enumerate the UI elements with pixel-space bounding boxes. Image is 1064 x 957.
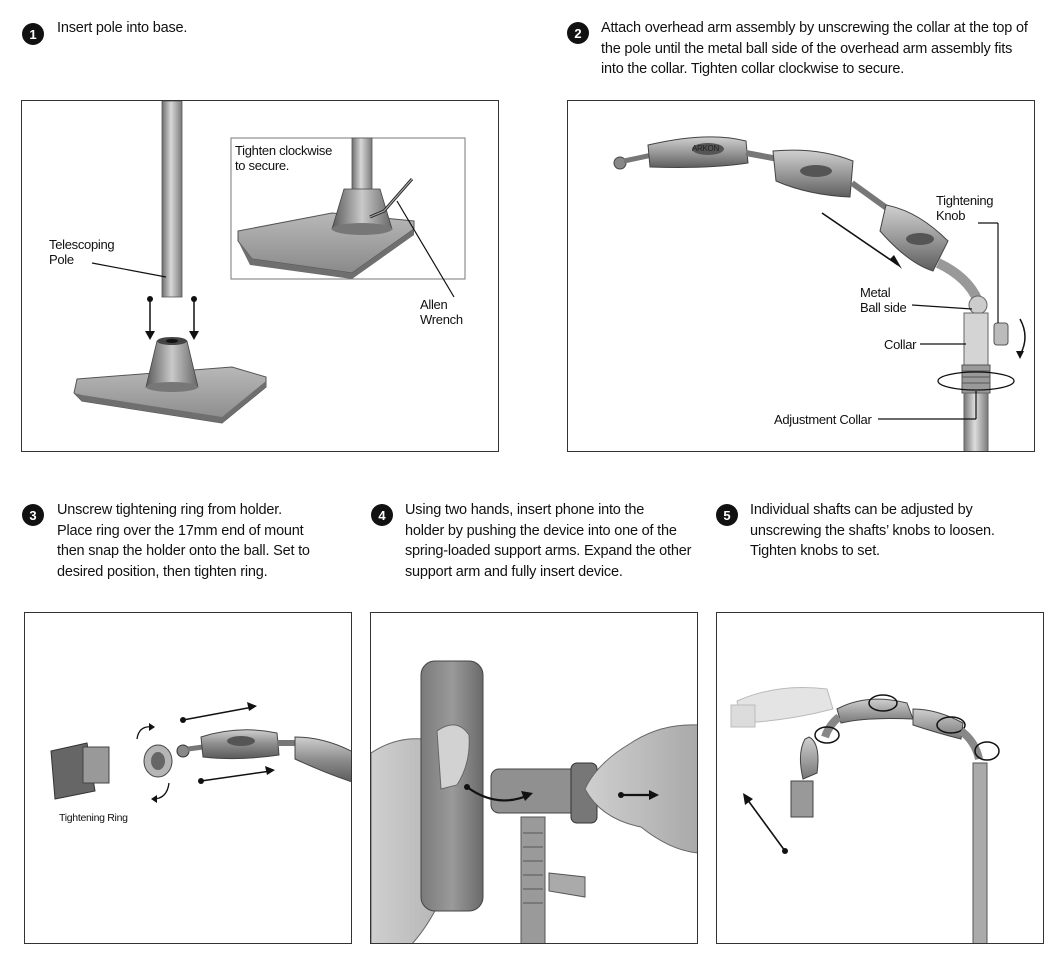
wrench-label-line: Allen — [420, 297, 448, 312]
inset-label: Tighten clockwise to secure. — [235, 143, 332, 173]
step-2-number: 2 — [567, 22, 589, 44]
panel-insert-phone — [370, 612, 698, 944]
collar-label: Collar — [884, 337, 917, 352]
knob-label-line: Tightening — [936, 193, 994, 208]
step-4-line: spring-loaded support arms. Expand the o… — [405, 543, 692, 559]
step-3-line: then snap the holder onto the ball. Set … — [57, 543, 310, 559]
step-1-line: Insert pole into base. — [57, 20, 188, 36]
panel-tightening-ring: Tightening Ring — [24, 612, 352, 944]
phone-insert-illustration — [371, 660, 697, 943]
step-4-number: 4 — [371, 504, 393, 526]
step-1-number: 1 — [22, 23, 44, 45]
step-2-text: Attach overhead arm assembly by unscrewi… — [601, 18, 1028, 80]
step-5-text: Individual shafts can be adjusted by uns… — [750, 500, 995, 562]
brand-mark: ARKON — [692, 144, 719, 153]
arm-assembly-illustration — [613, 136, 1026, 451]
panel-insert-pole: Tighten clockwise to secure. Telescoping… — [21, 100, 499, 452]
step-5-line: unscrewing the shafts’ knobs to loosen. — [750, 522, 995, 539]
telescoping-pole-label: Telescoping Pole — [49, 237, 115, 267]
inset-label-line: to secure. — [235, 158, 290, 173]
knob-label-line: Knob — [936, 208, 966, 223]
ball-label-line: Ball side — [860, 300, 907, 315]
metal-ball-label: Metal Ball side — [860, 285, 907, 315]
pole-label-line: Telescoping — [49, 237, 115, 252]
ring-illustration — [50, 702, 351, 803]
step-4-line: holder by pushing the device into one of… — [405, 522, 677, 539]
step-3-line: desired position, then tighten ring. — [57, 563, 268, 580]
step-3-line: Place ring over the 17mm end of mount — [57, 522, 304, 539]
step-2-line: the pole until the metal ball side of th… — [601, 40, 1013, 57]
step-3-line: Unscrew tightening ring from holder. — [57, 502, 282, 518]
step-2-line: into the collar. Tighten collar clockwis… — [601, 61, 905, 77]
tightening-knob-label: Tightening Knob — [936, 193, 994, 223]
tightening-ring-label: Tightening Ring — [59, 812, 128, 824]
panel-adjust-shafts — [716, 612, 1044, 944]
pole-label-line: Pole — [49, 252, 74, 267]
allen-wrench-label: Allen Wrench — [420, 297, 463, 327]
step-5-line: Tighten knobs to set. — [750, 543, 880, 559]
step-4-line: support arm and fully insert device. — [405, 563, 623, 580]
step-3-number: 3 — [22, 504, 44, 526]
step-5-line: Individual shafts can be adjusted by — [750, 502, 973, 518]
wrench-label-line: Wrench — [420, 312, 463, 327]
adjustment-collar-label: Adjustment Collar — [774, 412, 872, 427]
panel-attach-arm: ARKON Tightening Knob Metal Ball side Co… — [567, 100, 1035, 452]
ball-label-line: Metal — [860, 285, 891, 300]
step-1-text: Insert pole into base. — [57, 18, 187, 39]
step-4-line: Using two hands, insert phone into the — [405, 502, 645, 518]
step-5-number: 5 — [716, 504, 738, 526]
inset-label-line: Tighten clockwise — [235, 143, 333, 158]
shaft-adjust-illustration — [730, 687, 1000, 943]
step-2-line: Attach overhead arm assembly by unscrewi… — [601, 20, 1028, 36]
step-3-text: Unscrew tightening ring from holder. Pla… — [57, 500, 310, 582]
pole-base-illustration — [73, 101, 466, 424]
step-4-text: Using two hands, insert phone into the h… — [405, 500, 691, 582]
